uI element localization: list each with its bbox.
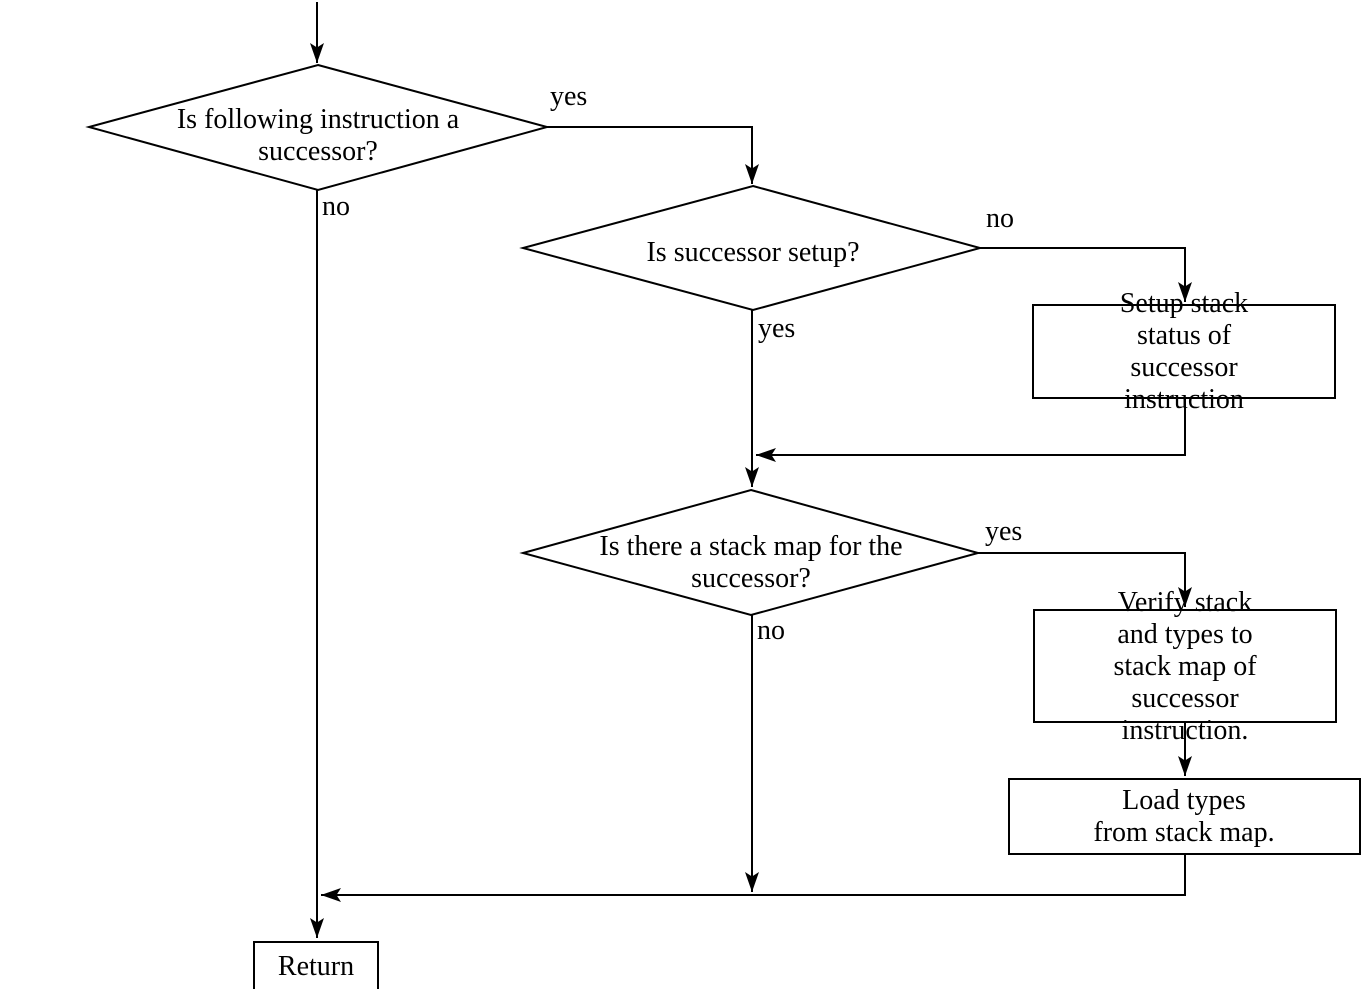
edge-setup-box-return [756, 398, 1186, 462]
decision-setup-label: Is successor setup? [646, 237, 860, 268]
edge-label-setup-no: no [986, 203, 1014, 234]
terminal-return-label: Return [277, 951, 355, 982]
edge-load-to-merge [321, 854, 1186, 902]
decision-setup-diamond [519, 184, 984, 312]
edge-label-stackmap-no: no [757, 615, 785, 646]
process-setup-stack-label: Setup stack status of successor instruct… [1119, 288, 1249, 415]
decision-following-diamond [85, 63, 551, 192]
edge-stackmap-yes [978, 552, 1192, 607]
edge-setup-no [979, 247, 1192, 302]
edge-following-yes [547, 126, 759, 184]
edge-label-following-yes: yes [550, 81, 588, 112]
terminal-return-box [253, 941, 379, 989]
decision-stackmap-diamond [519, 488, 982, 617]
decision-stackmap-label: Is there a stack map for the successor? [599, 531, 903, 594]
decision-following-label: Is following instruction a successor? [176, 104, 460, 167]
edge-label-following-no: no [322, 191, 350, 222]
process-load-label: Load types from stack map. [1093, 785, 1275, 848]
process-verify-label: Verify stack and types to stack map of s… [1113, 587, 1257, 746]
edge-label-setup-yes: yes [758, 313, 796, 344]
edge-label-stackmap-yes: yes [985, 516, 1023, 547]
process-setup-stack-box [1032, 304, 1336, 399]
process-verify-box [1033, 609, 1337, 723]
process-load-box [1008, 778, 1361, 855]
